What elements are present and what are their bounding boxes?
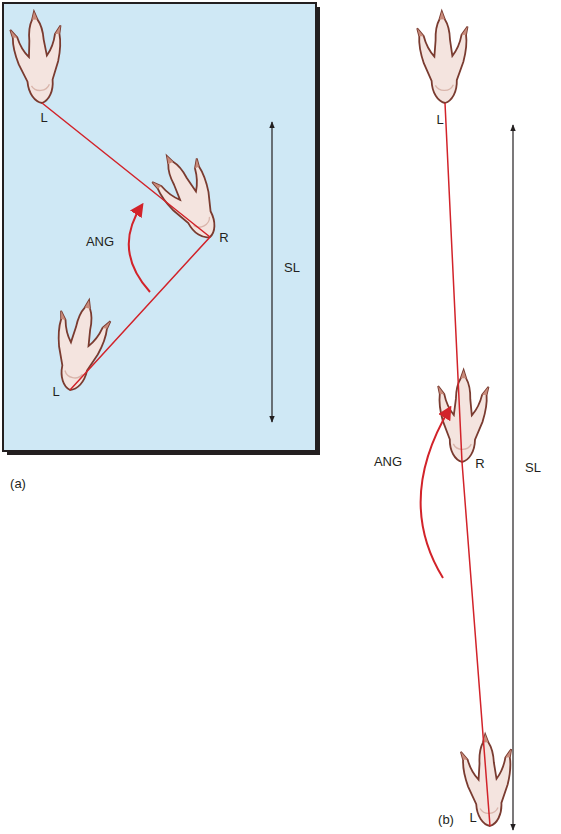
angle-label: ANG [86, 235, 114, 249]
stride-arrow [512, 125, 513, 830]
footprint [460, 733, 515, 827]
footprint-label: R [219, 231, 228, 245]
footprint-label: L [52, 385, 59, 399]
panel-label: (b) [438, 813, 454, 827]
footprint-label: L [40, 111, 47, 125]
footprint-label: L [469, 811, 476, 825]
angle-arc [129, 205, 150, 292]
panel-label: (a) [10, 477, 26, 491]
stride-label: SL [284, 261, 300, 275]
pace-line [445, 103, 490, 826]
footprint-label: R [475, 457, 484, 471]
stride-label: SL [525, 461, 541, 475]
footprint [145, 144, 233, 249]
footprint-label: L [436, 113, 443, 127]
angle-arc [421, 408, 450, 578]
stride-arrow [271, 122, 272, 422]
pace-line [42, 103, 210, 390]
footprint [9, 9, 67, 105]
panel-a [3, 3, 316, 451]
footprint [417, 10, 471, 104]
angle-label: ANG [374, 455, 402, 469]
